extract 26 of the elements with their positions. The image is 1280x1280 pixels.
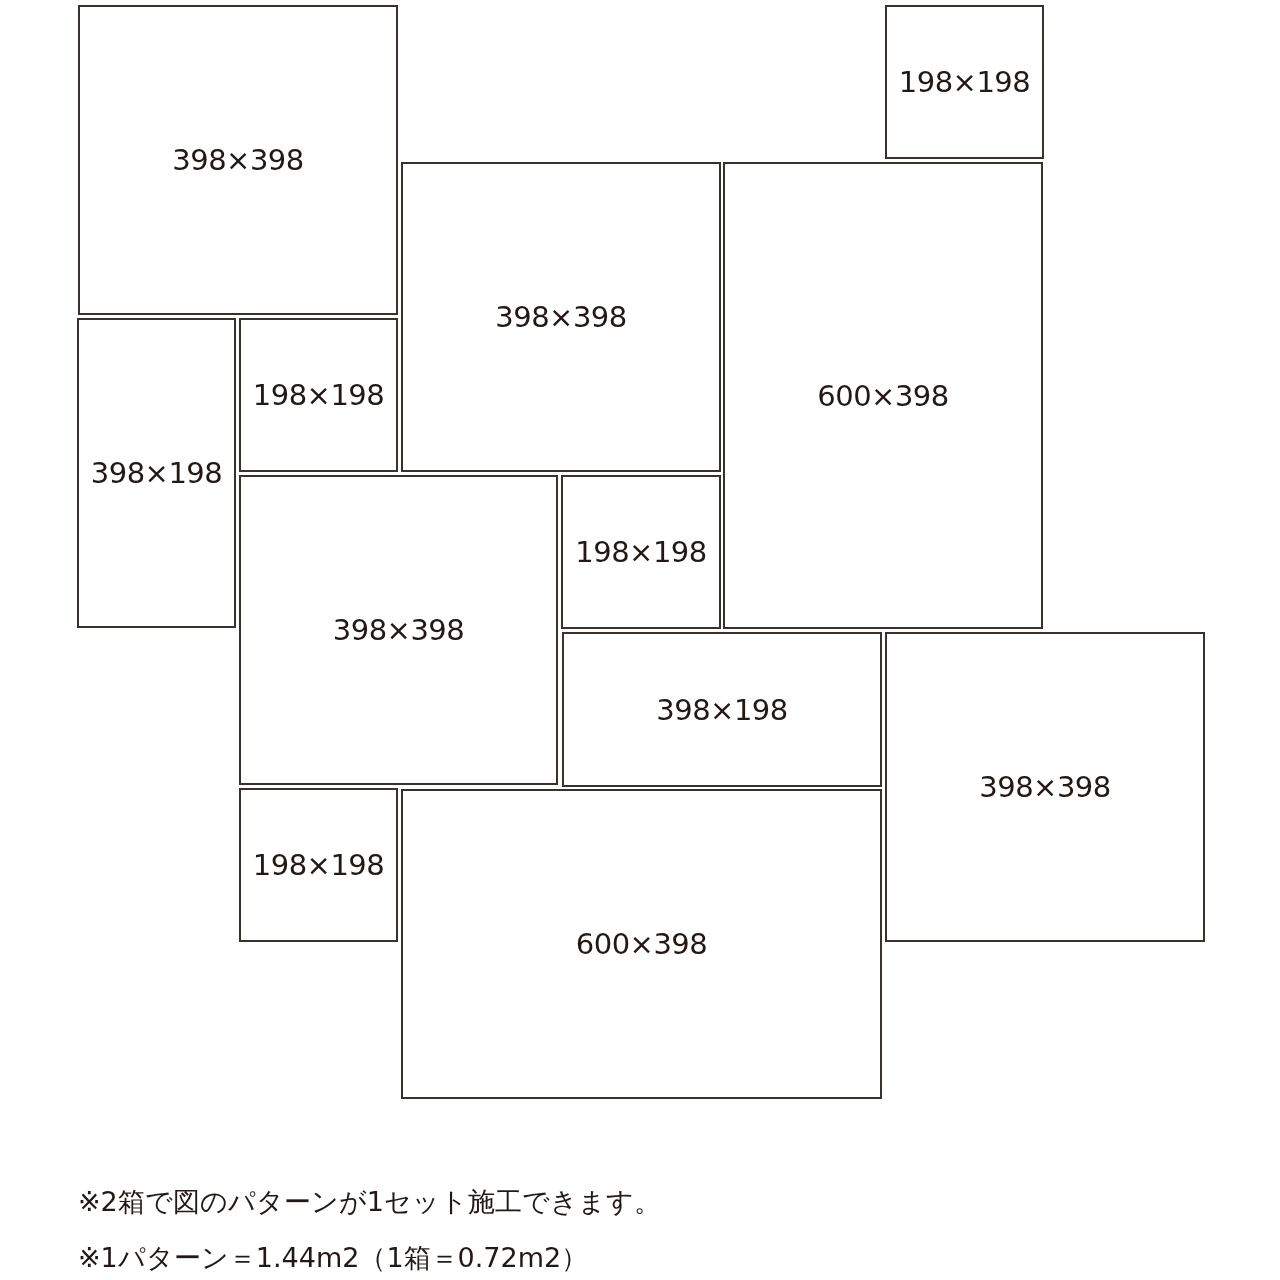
tile-size: 198×198 — [252, 378, 385, 412]
tile-box — [239, 475, 558, 785]
tile-box — [239, 318, 398, 472]
tile-size: 398×198 — [90, 456, 223, 490]
tile-box — [77, 318, 236, 628]
tile-box — [239, 788, 398, 942]
tile-box — [401, 789, 882, 1099]
note-text: ※1パターン＝1.44m2（1箱＝0.72m2） — [78, 1241, 589, 1275]
tile-size: 198×198 — [252, 848, 385, 882]
tile-size: 198×198 — [575, 535, 707, 569]
tile-size: 398×398 — [495, 300, 627, 334]
tile-size: 600×398 — [817, 378, 949, 413]
tile-box — [723, 162, 1043, 629]
tile-size: 198×198 — [898, 65, 1031, 99]
tile-box — [561, 475, 721, 629]
tile-box — [562, 632, 882, 787]
tile-box — [885, 632, 1205, 942]
tile-size: 398×398 — [332, 613, 465, 647]
note-text: ※2箱で図のパターンが1セット施工できます。 — [78, 1185, 661, 1219]
tile-box — [885, 5, 1044, 159]
tile-size: 398×198 — [656, 692, 788, 727]
tile-box — [78, 5, 398, 315]
tile-box — [401, 162, 721, 472]
tile-size: 600×398 — [575, 927, 708, 961]
tile-size: 398×398 — [979, 770, 1111, 804]
tile-size: 398×398 — [172, 143, 304, 177]
